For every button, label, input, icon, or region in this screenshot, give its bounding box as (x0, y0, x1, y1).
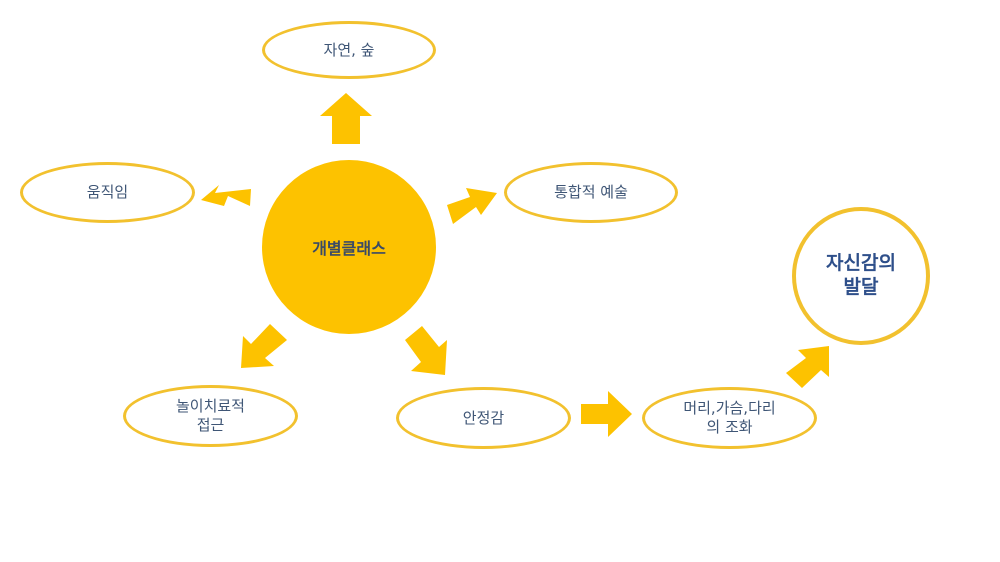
node-stability-label: 안정감 (462, 408, 505, 427)
goal-line1: 자신감의 (826, 252, 896, 275)
node-integrated-art-label: 통합적 예술 (554, 183, 628, 202)
node-head-heart-legs-harmony: 머리,가슴,다리 의 조화 (642, 387, 817, 449)
arrow-down-left-icon (241, 324, 287, 368)
node-play-therapy-line2: 접근 (196, 416, 225, 434)
node-stability: 안정감 (396, 387, 571, 449)
node-harmony-line2: 의 조화 (706, 418, 753, 436)
center-node-individual-class: 개별클래스 (262, 160, 436, 334)
center-label: 개별클래스 (312, 239, 386, 258)
arrow-up-icon (320, 93, 372, 144)
node-integrated-art: 통합적 예술 (504, 162, 678, 223)
node-movement: 움직임 (20, 162, 195, 223)
arrow-up-right-icon (786, 346, 829, 388)
node-nature-label: 자연, 숲 (323, 40, 375, 59)
arrow-right-step-icon (581, 391, 632, 437)
node-nature-forest: 자연, 숲 (262, 21, 436, 79)
arrow-right-icon (447, 188, 497, 224)
arrow-left-icon (201, 185, 251, 206)
node-movement-label: 움직임 (86, 183, 129, 202)
arrow-down-right-icon (405, 326, 447, 375)
node-play-therapy: 놀이치료적 접근 (123, 385, 298, 447)
node-play-therapy-line1: 놀이치료적 (175, 397, 245, 416)
goal-node-confidence-development: 자신감의 발달 (792, 207, 930, 345)
node-harmony-line1: 머리,가슴,다리 (683, 399, 776, 418)
goal-line2: 발달 (843, 276, 879, 298)
